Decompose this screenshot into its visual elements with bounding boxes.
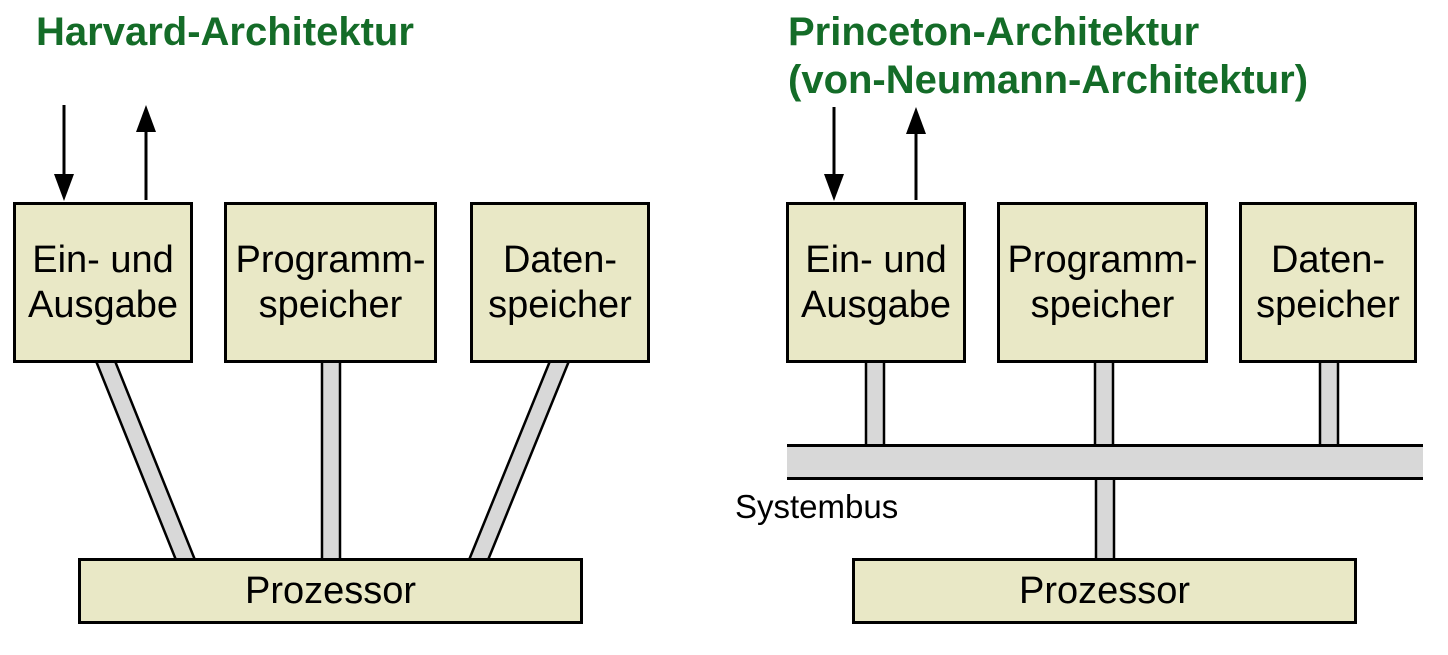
princeton-programmemory-bus-connector <box>1093 359 1115 449</box>
system-bus-label: Systembus <box>735 488 899 525</box>
princeton-title: Princeton-Architektur (von-Neumann-Archi… <box>788 8 1308 104</box>
harvard-io-box: Ein- und Ausgabe <box>13 202 193 363</box>
harvard-program-memory-label-line2: speicher <box>258 283 403 326</box>
princeton-io-label-line1: Ein- und <box>805 238 947 281</box>
harvard-output-arrowhead-icon <box>136 105 156 132</box>
princeton-processor-label: Prozessor <box>1018 569 1191 612</box>
harvard-io-processor-connector <box>94 359 197 562</box>
harvard-programmemory-processor-connector <box>320 359 342 562</box>
harvard-processor-label: Prozessor <box>244 569 417 612</box>
harvard-data-memory-label-line2: speicher <box>488 283 632 326</box>
harvard-io-label-line1: Ein- und <box>32 238 174 281</box>
harvard-data-memory-box: Daten- speicher <box>470 202 650 363</box>
princeton-program-memory-label-line2: speicher <box>1030 283 1175 326</box>
princeton-datamemory-bus-connector <box>1318 359 1340 449</box>
harvard-io-label-line2: Ausgabe <box>27 283 178 326</box>
harvard-input-arrowhead-icon <box>54 174 74 201</box>
harvard-data-memory-label-line1: Daten- <box>502 238 618 281</box>
system-bus-bar <box>787 445 1423 479</box>
princeton-title-line2: (von-Neumann-Architektur) <box>788 58 1309 102</box>
harvard-program-memory-box: Programm- speicher <box>224 202 437 363</box>
princeton-io-label-line2: Ausgabe <box>800 283 951 326</box>
princeton-bus-processor-connector <box>1094 472 1116 562</box>
princeton-output-arrowhead-icon <box>906 107 926 134</box>
harvard-datamemory-processor-connector <box>467 359 571 562</box>
princeton-io-box: Ein- und Ausgabe <box>786 202 966 363</box>
princeton-io-bus-connector <box>864 359 886 449</box>
princeton-program-memory-label-line1: Programm- <box>1007 238 1198 281</box>
princeton-program-memory-box: Programm- speicher <box>997 202 1208 363</box>
harvard-title: Harvard-Architektur <box>36 10 414 54</box>
princeton-title-line1: Princeton-Architektur <box>788 10 1200 54</box>
harvard-program-memory-label-line1: Programm- <box>235 238 426 281</box>
princeton-processor-box: Prozessor <box>852 558 1357 624</box>
princeton-data-memory-label-line1: Daten- <box>1270 238 1386 281</box>
princeton-data-memory-label-line2: speicher <box>1256 283 1400 326</box>
princeton-input-arrowhead-icon <box>824 174 844 201</box>
harvard-processor-box: Prozessor <box>78 558 583 624</box>
princeton-data-memory-box: Daten- speicher <box>1239 202 1417 363</box>
